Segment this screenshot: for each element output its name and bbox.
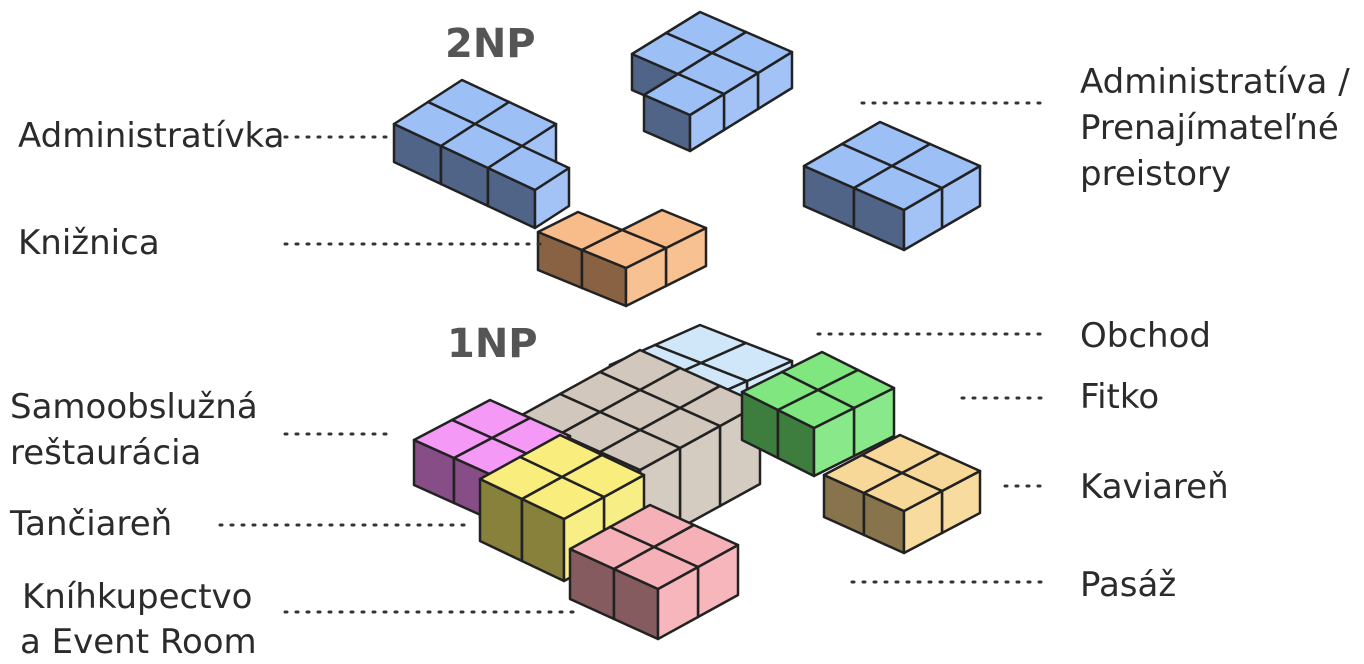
- label-samoobsluzna-line1: Samoobslužná: [10, 387, 258, 427]
- label-obchod: Obchod: [1080, 316, 1211, 356]
- floor-label-2np: 2NP: [445, 21, 536, 67]
- block-fitko: [740, 350, 896, 478]
- block-administrativa-top-right: [630, 10, 794, 153]
- block-knihkupectvo: [568, 503, 740, 641]
- leader-lines: [218, 101, 1050, 614]
- label-samoobsluzna-line2: reštaurácia: [10, 433, 202, 473]
- label-knihkupectvo-line2: a Event Room: [20, 622, 257, 662]
- label-administrativa-prenaj-line3: preistory: [1080, 154, 1232, 194]
- label-kniznica: Knižnica: [18, 223, 160, 263]
- label-kaviaren: Kaviareň: [1080, 467, 1229, 507]
- label-administrativa: Administratívka: [18, 116, 285, 156]
- block-knihkupectvo-cube-3-top: [612, 545, 700, 591]
- block-kaviaren: [822, 433, 982, 555]
- label-knihkupectvo-line1: Kníhkupectvo: [22, 577, 253, 617]
- label-tanciaren: Tančiareň: [10, 504, 173, 544]
- block-administrativa-left: [392, 78, 571, 230]
- block-administrativa-right: [802, 120, 982, 252]
- block-kaviaren-cube-3-top: [862, 471, 944, 513]
- floor-label-1np: 1NP: [447, 321, 538, 367]
- block-administrativa-top-right-cube-4-top: [642, 72, 726, 117]
- block-administrativa-right-cube-3-top: [852, 164, 944, 212]
- blocks: [392, 10, 982, 641]
- block-fitko-cube-3-top: [776, 388, 856, 430]
- block-kniznica-cube-2-top: [580, 228, 668, 270]
- label-administrativa-prenaj-line1: Administratíva /: [1080, 62, 1350, 102]
- block-administrativa-left-cube-4-top: [486, 144, 571, 192]
- block-kniznica: [536, 208, 708, 308]
- label-pasaz: Pasáž: [1080, 565, 1177, 605]
- label-fitko: Fitko: [1080, 377, 1160, 417]
- label-administrativa-prenaj-line2: Prenajímateľné: [1080, 108, 1339, 148]
- block-tanciaren-cube-3-top: [520, 475, 606, 521]
